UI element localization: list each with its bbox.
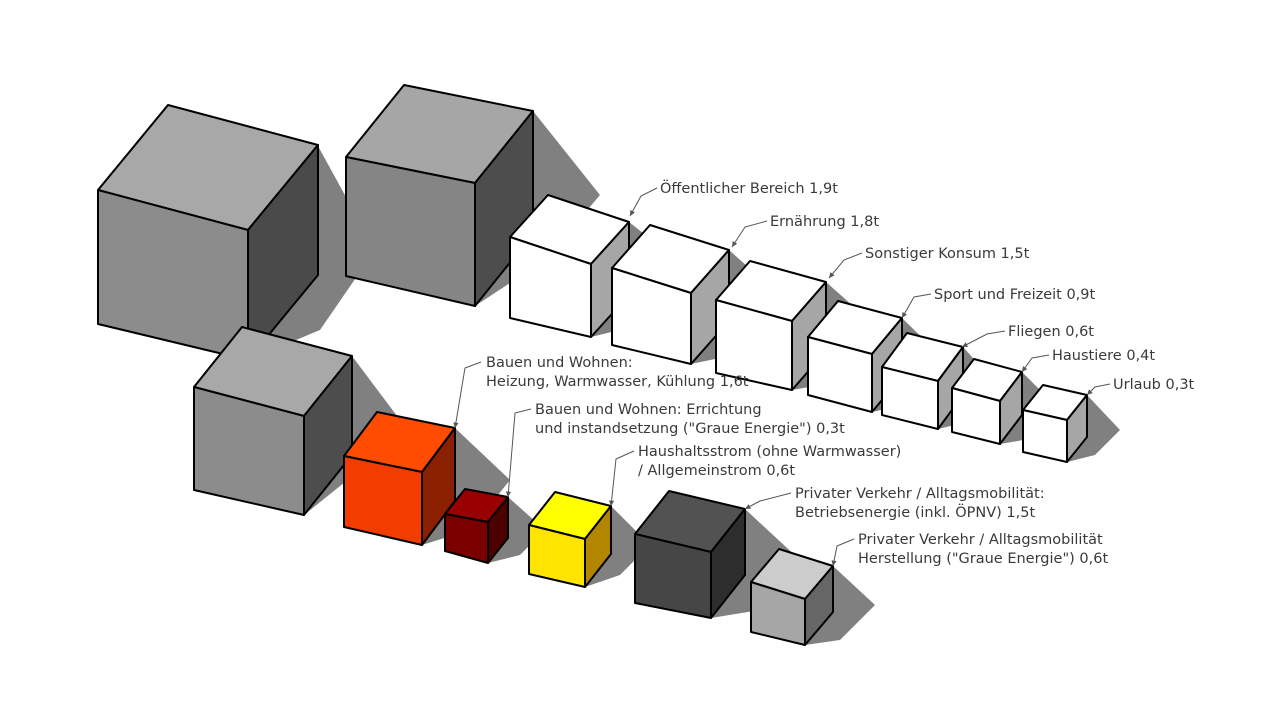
cube-front-face bbox=[193, 386, 305, 516]
cube-total-medium bbox=[345, 84, 534, 307]
cube-front-face bbox=[807, 336, 873, 413]
leader-arrowhead bbox=[608, 500, 615, 506]
leader-arrowhead bbox=[962, 342, 968, 347]
label-haushaltsstrom: Haushaltsstrom (ohne Warmwasser) / Allgem… bbox=[638, 444, 901, 479]
cube-front-face bbox=[634, 533, 712, 619]
cube-front-face bbox=[715, 299, 793, 391]
cube-front-face bbox=[881, 366, 939, 430]
label-ernaehrung: Ernährung 1,8t bbox=[770, 214, 879, 230]
leader-arrowhead bbox=[1087, 389, 1093, 395]
label-betriebsenergie: Privater Verkehr / Alltagsmobilität:Betr… bbox=[795, 486, 1045, 521]
label-konsum: Sonstiger Konsum 1,5t bbox=[865, 246, 1030, 262]
cube-front-face bbox=[1022, 409, 1068, 463]
label-sport: Sport und Freizeit 0,9t bbox=[934, 287, 1096, 303]
leader-arrowhead bbox=[505, 491, 512, 497]
label-line: Betriebsenergie (inkl. ÖPNV) 1,5t bbox=[795, 503, 1035, 521]
label-line: Fliegen 0,6t bbox=[1008, 324, 1094, 340]
cube-fliegen bbox=[881, 332, 964, 430]
leader-line-ernaehrung bbox=[731, 220, 768, 248]
cube-front-face bbox=[611, 267, 692, 365]
leader-line-betriebsenergie bbox=[744, 492, 792, 510]
label-haustiere: Haustiere 0,4t bbox=[1052, 348, 1155, 364]
leader-line-oeffentlich bbox=[629, 187, 658, 217]
cube-total-small bbox=[193, 326, 353, 516]
leader-arrowhead bbox=[732, 241, 738, 247]
label-line: Bauen und Wohnen: bbox=[486, 355, 633, 371]
label-line: Privater Verkehr / Alltagsmobilität: bbox=[795, 486, 1045, 502]
cube-front-face bbox=[343, 455, 423, 546]
label-heizung: Bauen und Wohnen: Heizung, Warmwasser, Kü… bbox=[486, 355, 749, 390]
label-oeffentlich: Öffentlicher Bereich 1,9t bbox=[660, 179, 838, 197]
cube-oeffentlich bbox=[509, 194, 630, 338]
cube-front-face bbox=[951, 387, 1001, 445]
leader-arrowhead bbox=[829, 272, 835, 278]
leader-arrowhead bbox=[453, 422, 459, 428]
cube-front-face bbox=[528, 524, 586, 588]
cube-front-face bbox=[345, 156, 476, 307]
label-line: Urlaub 0,3t bbox=[1113, 377, 1195, 393]
leader-line-fliegen bbox=[961, 330, 1006, 348]
label-errichtung: Bauen und Wohnen: Errichtung und instands… bbox=[535, 402, 845, 437]
label-line: und instandsetzung ("Graue Energie") 0,3… bbox=[535, 421, 845, 437]
cube-heizung bbox=[343, 411, 456, 546]
label-line: Öffentlicher Bereich 1,9t bbox=[660, 179, 838, 197]
cube-front-face bbox=[750, 581, 806, 646]
label-line: Privater Verkehr / Alltagsmobilität bbox=[858, 532, 1103, 548]
cube-ernaehrung bbox=[611, 224, 730, 365]
label-line: Sonstiger Konsum 1,5t bbox=[865, 246, 1030, 262]
leader-arrowhead bbox=[831, 560, 837, 566]
cube-urlaub bbox=[1022, 384, 1088, 463]
label-line: Ernährung 1,8t bbox=[770, 214, 879, 230]
label-line: Heizung, Warmwasser, Kühlung 1,6t bbox=[486, 374, 749, 390]
label-fliegen: Fliegen 0,6t bbox=[1008, 324, 1094, 340]
leader-line-errichtung bbox=[507, 408, 532, 498]
leader-line-konsum bbox=[828, 252, 863, 279]
cube-betriebsenergie bbox=[634, 490, 746, 619]
leader-lines bbox=[453, 187, 1111, 567]
leader-line-sport bbox=[901, 293, 932, 319]
cube-front-face bbox=[509, 236, 592, 338]
label-line: Herstellung ("Graue Energie") 0,6t bbox=[858, 551, 1108, 567]
cube-konsum bbox=[715, 260, 827, 391]
label-line: Bauen und Wohnen: Errichtung bbox=[535, 402, 762, 418]
label-line: Haushaltsstrom (ohne Warmwasser) bbox=[638, 444, 901, 460]
leader-arrowhead bbox=[630, 210, 635, 216]
cube-haustiere bbox=[951, 358, 1023, 445]
cubes bbox=[97, 84, 1088, 646]
leader-line-haushaltsstrom bbox=[610, 450, 635, 507]
label-line: / Allgemeinstrom 0,6t bbox=[638, 463, 795, 479]
leader-line-herstellung bbox=[832, 538, 855, 567]
label-line: Sport und Freizeit 0,9t bbox=[934, 287, 1096, 303]
leader-arrowhead bbox=[1022, 366, 1028, 372]
leader-arrowhead bbox=[745, 504, 751, 509]
cube-haushaltsstrom bbox=[528, 491, 612, 588]
leader-arrowhead bbox=[902, 312, 907, 318]
label-line: Haustiere 0,4t bbox=[1052, 348, 1155, 364]
leader-line-heizung bbox=[454, 361, 482, 429]
label-urlaub: Urlaub 0,3t bbox=[1113, 377, 1195, 393]
leader-line-haustiere bbox=[1021, 354, 1050, 373]
cube-front-face bbox=[444, 513, 489, 564]
